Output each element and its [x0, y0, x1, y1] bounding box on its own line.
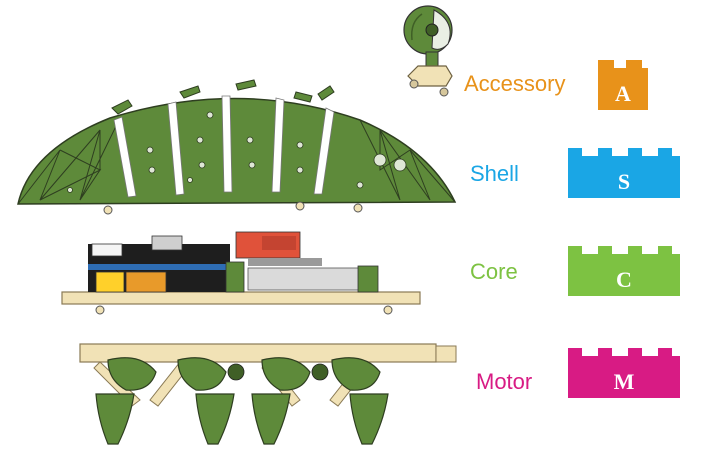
shell-brick-letter: S: [618, 169, 630, 194]
accessory-brick-letter: A: [615, 81, 631, 106]
shell-label: Shell: [470, 161, 519, 186]
accessory-label: Accessory: [464, 71, 566, 96]
core-label: Core: [470, 259, 518, 284]
accessory-brick-icon: A: [598, 60, 648, 110]
shell-brick-icon: S: [568, 148, 680, 198]
motor-illustration: [79, 343, 457, 445]
shell-illustration: [17, 79, 457, 215]
motor-brick-icon: M: [568, 348, 680, 398]
motor-brick-letter: M: [614, 369, 635, 394]
motor-label: Motor: [476, 369, 533, 394]
core-brick-letter: C: [616, 267, 632, 292]
core-brick-icon: C: [568, 246, 680, 296]
accessory-illustration: [403, 5, 453, 97]
core-illustration: [61, 231, 421, 315]
